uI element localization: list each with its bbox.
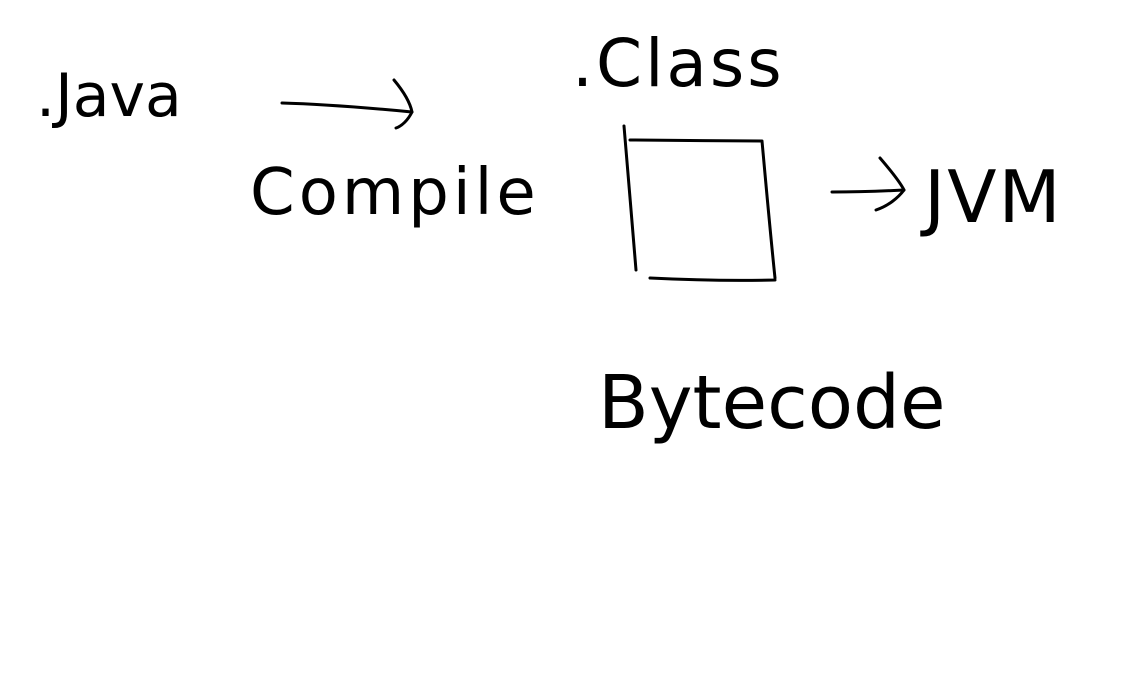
compile-label: Compile [250,156,540,230]
arrow-shaft [830,188,906,194]
bytecode-label: Bytecode [598,360,946,446]
jvm-label: JVM [920,155,1063,239]
java-to-class-arrow [280,78,414,130]
arrow-head [392,78,414,130]
java-label: .Java [36,61,182,131]
class-label: .Class [572,25,785,102]
class-to-jvm-arrow [830,156,906,212]
arrow-shaft [280,101,414,114]
arrow-head [874,156,906,212]
bytecode-box [622,124,777,282]
